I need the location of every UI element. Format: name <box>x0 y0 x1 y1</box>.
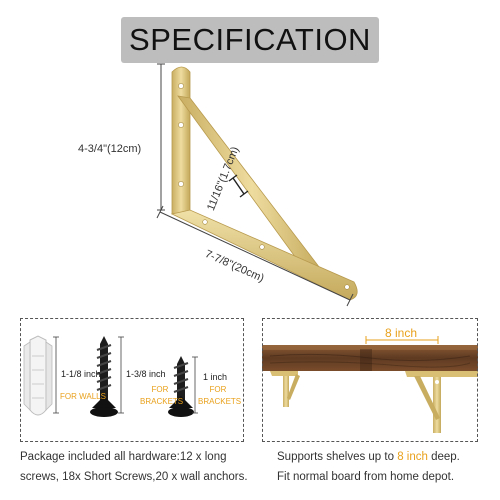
shelf-bracket-right <box>405 371 478 433</box>
shelf-bracket-left <box>270 371 300 407</box>
supports-highlight: 8 inch <box>397 451 428 463</box>
long-screw-length-label: 1-3/8 inch <box>126 369 166 379</box>
wall-anchor-image <box>23 335 53 416</box>
short-screw-image <box>168 356 194 417</box>
long-screw-use-label: FOR BRACKETS <box>140 385 184 406</box>
anchor-dimension-line <box>53 336 59 414</box>
title-banner: SPECIFICATION <box>121 17 379 63</box>
supports-prefix: Supports shelves up to <box>277 451 398 463</box>
supports-caption-line: Supports shelves up to 8 inch deep. <box>277 447 497 467</box>
shelf-depth-dimension-line <box>365 336 439 344</box>
supports-caption: Supports shelves up to 8 inch deep. Fit … <box>277 447 497 487</box>
long-screw-dimension-line <box>118 336 124 414</box>
height-dimension-line <box>157 63 165 211</box>
package-caption-line1: Package included all hardware:12 x long <box>20 451 227 463</box>
shelf-panel <box>262 318 478 442</box>
package-caption: Package included all hardware:12 x long … <box>20 447 255 487</box>
length-dimension-line <box>156 205 354 307</box>
short-screw-length-label: 1 inch <box>203 372 228 382</box>
shelf-depth-label: 8 inch <box>385 326 418 340</box>
long-screw-image <box>90 336 118 417</box>
page-title: SPECIFICATION <box>129 22 371 57</box>
package-caption-line2: screws, 18x Short Screws,20 x wall ancho… <box>20 471 248 483</box>
bracket-vertical-arm <box>171 66 191 215</box>
short-screw-dimension-line <box>192 356 198 414</box>
bracket-horizontal-arm <box>170 209 358 301</box>
anchor-use-label: FOR WALLS <box>60 392 106 401</box>
height-label: 4-3/4"(12cm) <box>78 143 142 155</box>
short-screw-use-label: FOR BRACKETS <box>198 385 242 406</box>
hardware-panel <box>20 318 244 442</box>
anchor-length-label: 1-1/8 inch <box>61 369 101 379</box>
shelf-image <box>262 345 478 371</box>
supports-suffix: deep. <box>427 451 460 463</box>
fit-caption-line: Fit normal board from home depot. <box>277 471 455 483</box>
thickness-dimension-line <box>228 174 249 198</box>
